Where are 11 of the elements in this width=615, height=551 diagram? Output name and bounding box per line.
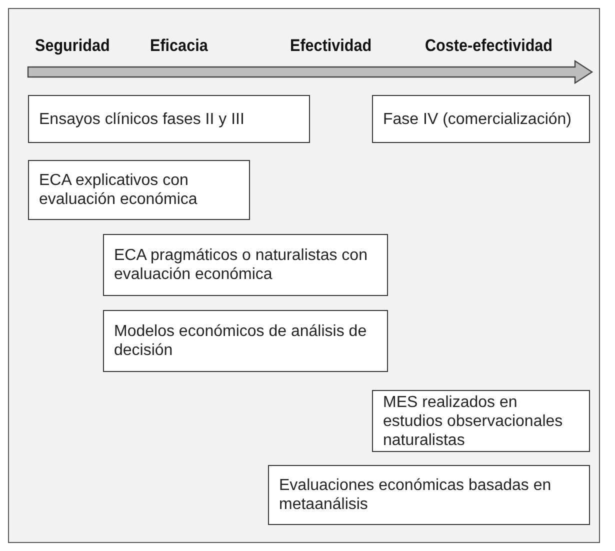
stage-box: Evaluaciones económicas basadas en metaanálisis [268, 465, 590, 525]
stage-box: Modelos económicos de análisis de decisión [103, 310, 388, 372]
stage-label: Eficacia [150, 36, 208, 56]
stage-box: MES realizados en estudios observacionales naturalistas [372, 390, 590, 452]
stage-label: Seguridad [35, 36, 110, 56]
stage-box: Fase IV (comercialización) [372, 95, 590, 143]
stage-box: ECA pragmáticos o naturalistas con evaluación económica [103, 234, 388, 296]
stage-label: Efectividad [290, 36, 372, 56]
stage-box: ECA explicativos con evaluación económica [28, 160, 250, 220]
stage-label: Coste-efectividad [425, 36, 553, 56]
stage-box: Ensayos clínicos fases II y III [28, 95, 310, 143]
